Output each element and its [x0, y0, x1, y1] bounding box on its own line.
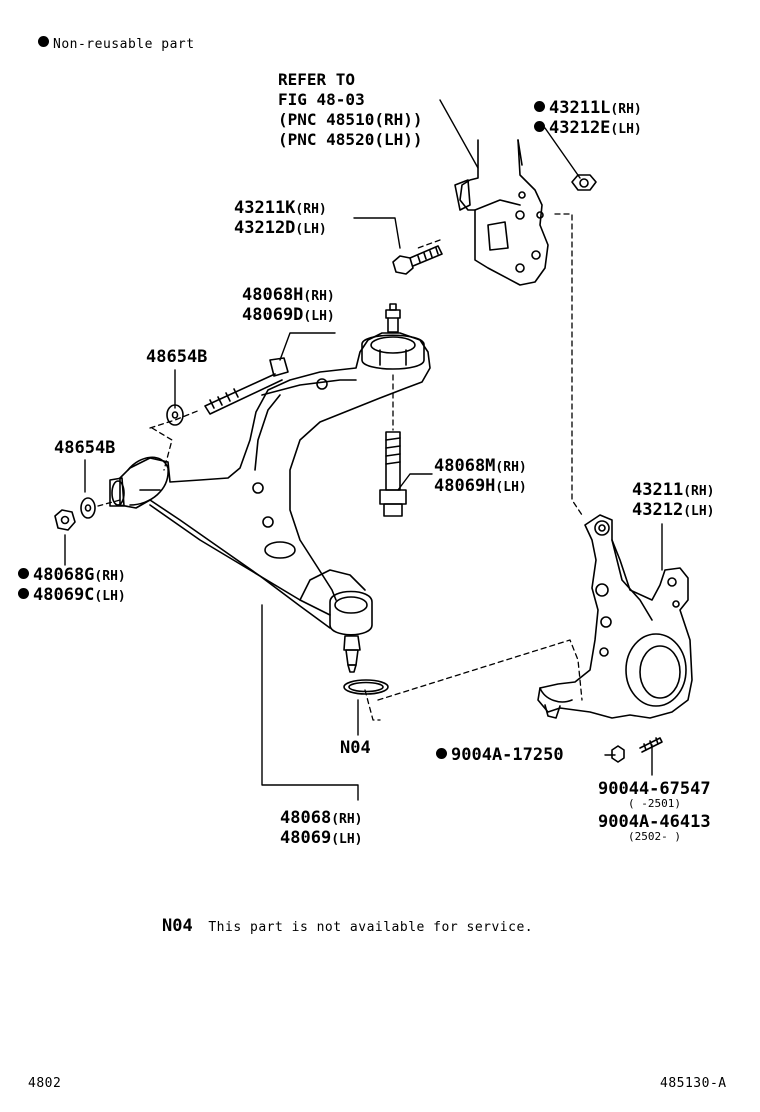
- label-43212E[interactable]: 43212E(LH): [534, 118, 642, 140]
- service-note-code: N04: [162, 916, 193, 936]
- lower-ball-joint: [329, 590, 373, 673]
- label-43212D[interactable]: 43212D(LH): [234, 218, 327, 238]
- label-48654B-upper[interactable]: 48654B: [146, 347, 208, 367]
- non-reusable-dot-icon: [18, 568, 29, 579]
- non-reusable-dot-icon: [534, 101, 545, 112]
- label-43211[interactable]: 43211(RH): [632, 480, 715, 500]
- refer-note: REFER TO FIG 48-03 (PNC 48510(RH)) (PNC …: [278, 70, 423, 150]
- washer-48654B-upper: [166, 404, 184, 426]
- bolt-43211K: [392, 245, 443, 275]
- non-reusable-dot-icon: [18, 588, 29, 599]
- label-N04[interactable]: N04: [340, 738, 371, 758]
- bolt-48068H: [204, 357, 289, 415]
- label-48068G[interactable]: 48068G(RH): [18, 565, 126, 587]
- refer-line2: FIG 48-03: [278, 90, 365, 109]
- label-48068M[interactable]: 48068M(RH): [434, 456, 527, 476]
- range-9004A-46413: (2502- ): [628, 830, 681, 843]
- service-note: N04 This part is not available for servi…: [162, 916, 533, 936]
- label-48068H[interactable]: 48068H(RH): [242, 285, 335, 305]
- snap-ring-N04: [343, 679, 389, 695]
- refer-line1: REFER TO: [278, 70, 356, 89]
- label-43211L[interactable]: 43211L(RH): [534, 98, 642, 120]
- steering-knuckle: [537, 514, 693, 719]
- nut-43211L: [571, 174, 597, 191]
- label-43212[interactable]: 43212(LH): [632, 500, 715, 520]
- footer-left: 4802: [28, 1076, 62, 1091]
- label-48069C[interactable]: 48069C(LH): [18, 585, 126, 607]
- refer-line4: (PNC 48520(LH)): [278, 130, 423, 149]
- non-reusable-dot-icon: [436, 748, 447, 759]
- dashed-guides: [97, 213, 583, 721]
- label-48069D[interactable]: 48069D(LH): [242, 305, 335, 325]
- leader-lines: [64, 99, 663, 801]
- label-90044-67547[interactable]: 90044-67547: [598, 779, 711, 799]
- bracket-part: [454, 139, 549, 286]
- legend-text: Non-reusable part: [53, 37, 195, 52]
- label-48069[interactable]: 48069(LH): [280, 828, 363, 848]
- label-9004A-17250[interactable]: 9004A-17250: [436, 745, 564, 765]
- cotter-pin: [639, 737, 663, 753]
- label-48654B-lower[interactable]: 48654B: [54, 438, 116, 458]
- label-48069H[interactable]: 48069H(LH): [434, 476, 527, 496]
- washer-48654B-lower: [80, 497, 96, 519]
- label-43211K[interactable]: 43211K(RH): [234, 198, 327, 218]
- label-9004A-46413[interactable]: 9004A-46413: [598, 812, 711, 832]
- service-note-text: This part is not available for service.: [208, 920, 534, 935]
- range-90044-67547: ( -2501): [628, 797, 681, 810]
- footer-right: 485130-A: [660, 1076, 727, 1091]
- upper-bushing: [361, 303, 425, 370]
- nut-9004A-17250: [611, 745, 625, 763]
- legend: Non-reusable part: [38, 36, 195, 52]
- lower-arm: [109, 332, 431, 629]
- nut-48068G: [54, 509, 76, 531]
- refer-line3: (PNC 48510(RH)): [278, 110, 423, 129]
- non-reusable-dot-icon: [534, 121, 545, 132]
- label-48068[interactable]: 48068(RH): [280, 808, 363, 828]
- bolt-48068M: [379, 431, 407, 517]
- non-reusable-dot-icon: [38, 36, 49, 47]
